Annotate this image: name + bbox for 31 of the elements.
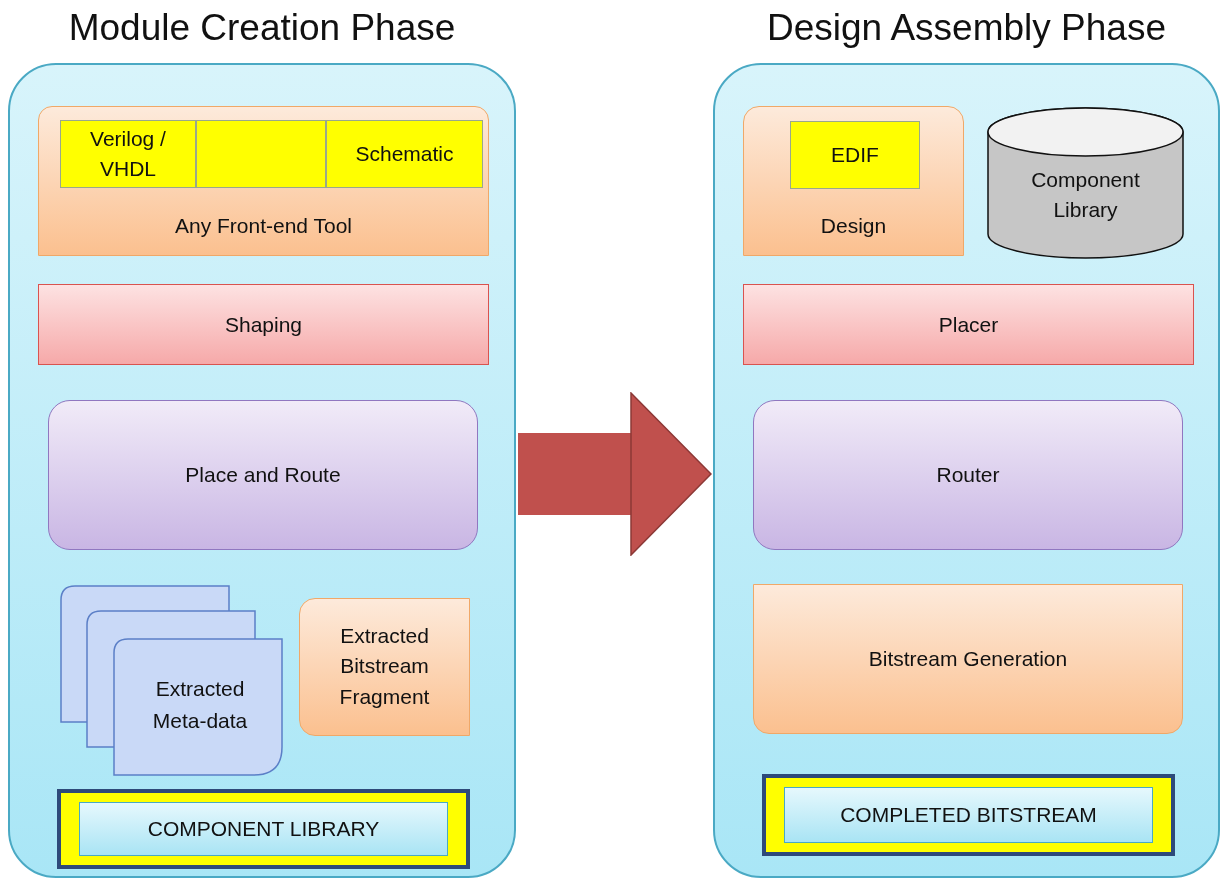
box-label: Placer xyxy=(937,311,1000,338)
box-label: Any Front-end Tool xyxy=(173,212,353,239)
result-frame xyxy=(57,789,470,869)
library-label-box: COMPONENT LIBRARY xyxy=(79,802,448,856)
box-label: Place and Route xyxy=(184,461,342,488)
box-label: Schematic xyxy=(354,140,455,167)
process-box xyxy=(753,584,1183,734)
box-label: Router xyxy=(935,461,1001,488)
box-label: Shaping xyxy=(223,311,304,338)
box-label: EDIF xyxy=(830,141,880,168)
box-label: Design xyxy=(819,212,888,239)
box-label: Component Library xyxy=(1030,167,1141,224)
block-arrow xyxy=(518,392,712,556)
library-label-box: COMPLETED BITSTREAM xyxy=(784,787,1153,843)
box-label: Extracted Bitstream Fragment xyxy=(338,623,431,711)
input-box xyxy=(326,120,483,188)
design-box xyxy=(743,106,964,256)
process-box xyxy=(743,284,1194,365)
process-box xyxy=(38,284,489,365)
box-label: Bitstream Generation xyxy=(867,645,1069,672)
tool-box xyxy=(38,106,489,256)
input-box xyxy=(60,120,196,188)
process-box xyxy=(48,400,478,550)
panel-title: Module Creation Phase xyxy=(67,7,457,49)
output-box xyxy=(299,598,470,736)
box-label: Verilog / VHDL xyxy=(89,125,167,182)
process-box xyxy=(753,400,1183,550)
panel-title: Design Assembly Phase xyxy=(766,7,1167,49)
input-box xyxy=(196,120,326,188)
input-box xyxy=(790,121,920,189)
result-frame xyxy=(762,774,1175,856)
